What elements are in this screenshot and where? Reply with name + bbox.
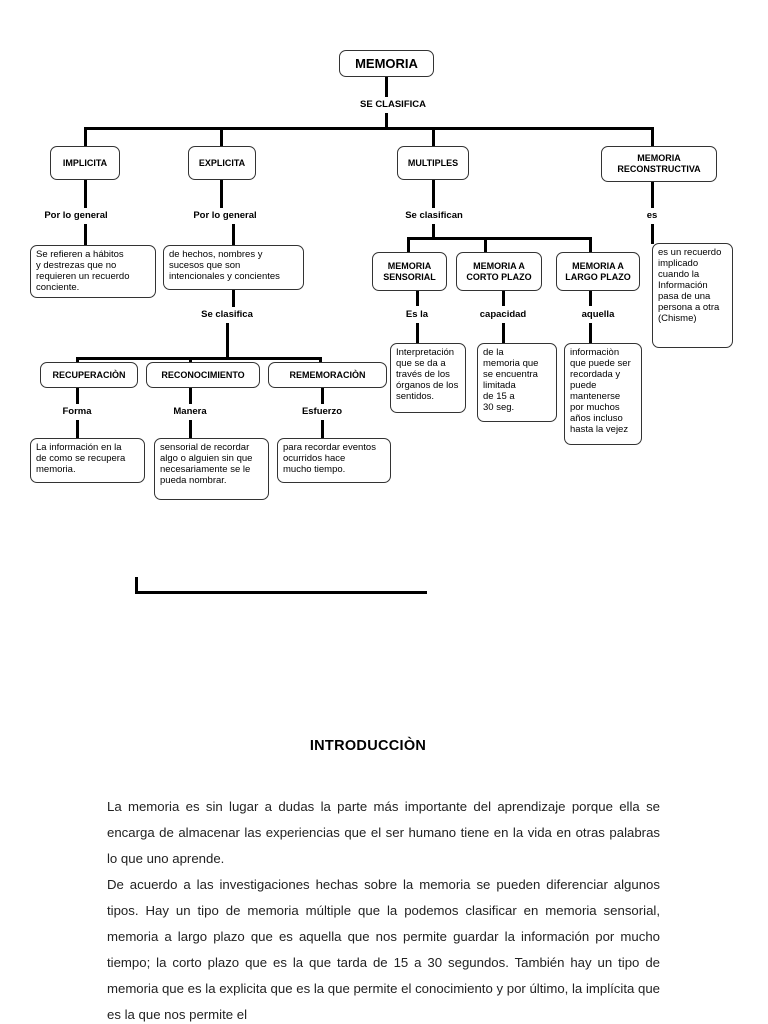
connector-line [651,182,654,208]
desc-corto: de la memoria que se encuentra limitada … [477,343,557,422]
connector-line [220,128,223,147]
link-explicita: Por lo general [193,210,257,221]
connector-line [502,291,505,306]
link-reconocimiento: Manera [173,406,207,417]
link-reconstructiva: es [646,210,658,221]
connector-line [76,420,79,439]
desc-sensorial: Interpretación que se da a través de los… [390,343,466,413]
connector-line [589,238,592,253]
connector-line [589,291,592,306]
desc-implicita: Se refieren a hábitos y destrezas que no… [30,245,156,298]
link-sensorial: Es la [405,309,429,320]
link-implicita: Por lo general [44,210,108,221]
connector-line [232,224,235,246]
connector-line [484,238,487,253]
connector-line [407,238,410,253]
connector-line [432,180,435,208]
connector-line [189,420,192,439]
link-explicita-2: Se clasifica [201,309,253,320]
connector-line [84,128,87,147]
link-se-clasifica: SE CLASIFICA [360,99,426,110]
desc-largo: informaciòn que puede ser recordada y pu… [564,343,642,445]
connector-line [135,591,427,594]
desc-rememoracion: para recordar eventos ocurridos hace muc… [277,438,391,483]
node-rememoracion: REMEMORACIÒN [268,362,387,388]
connector-line [416,323,419,344]
intro-paragraph: La memoria es sin lugar a dudas la parte… [107,799,660,866]
intro-paragraph: De acuerdo a las investigaciones hechas … [107,877,660,1022]
node-corto-plazo: MEMORIA A CORTO PLAZO [456,252,542,291]
link-largo: aquella [581,309,615,320]
connector-line [432,224,435,238]
intro-body: La memoria es sin lugar a dudas la parte… [107,794,660,1024]
connector-line [232,290,235,307]
connector-line [385,113,388,128]
connector-line [416,291,419,306]
node-memoria: MEMORIA [339,50,434,77]
desc-recuperacion: La información en la de como se recupera… [30,438,145,483]
connector-line [319,358,322,363]
connector-line [189,358,192,363]
connector-line [76,358,79,363]
node-explicita: EXPLICITA [188,146,256,180]
connector-line [651,128,654,147]
connector-line [385,77,388,97]
node-sensorial: MEMORIA SENSORIAL [372,252,447,291]
desc-reconstructiva: es un recuerdo implicado cuando la Infor… [652,243,733,348]
link-multiples: Se clasifican [405,210,463,221]
connector-line [135,577,138,593]
node-implicita: IMPLICITA [50,146,120,180]
connector-line [651,224,654,244]
connector-line [84,180,87,208]
desc-explicita: de hechos, nombres y sucesos que son int… [163,245,304,290]
link-rememoracion: Esfuerzo [301,406,343,417]
connector-line [407,237,592,240]
desc-reconocimiento: sensorial de recordar algo o alguien sin… [154,438,269,500]
node-reconocimiento: RECONOCIMIENTO [146,362,260,388]
node-multiples: MULTIPLES [397,146,469,180]
connector-line [76,388,79,404]
connector-line [321,420,324,439]
connector-line [502,323,505,344]
connector-line [226,323,229,358]
connector-line [84,224,87,246]
link-recuperacion: Forma [62,406,92,417]
connector-line [432,128,435,147]
connector-line [189,388,192,404]
connector-line [321,388,324,404]
connector-line [220,180,223,208]
link-corto: capacidad [479,309,527,320]
connector-line [589,323,592,344]
connector-line [84,127,654,130]
node-reconstructiva: MEMORIA RECONSTRUCTIVA [601,146,717,182]
node-largo-plazo: MEMORIA A LARGO PLAZO [556,252,640,291]
connector-line [76,357,322,360]
intro-heading: INTRODUCCIÒN [309,738,427,754]
node-recuperacion: RECUPERACIÒN [40,362,138,388]
